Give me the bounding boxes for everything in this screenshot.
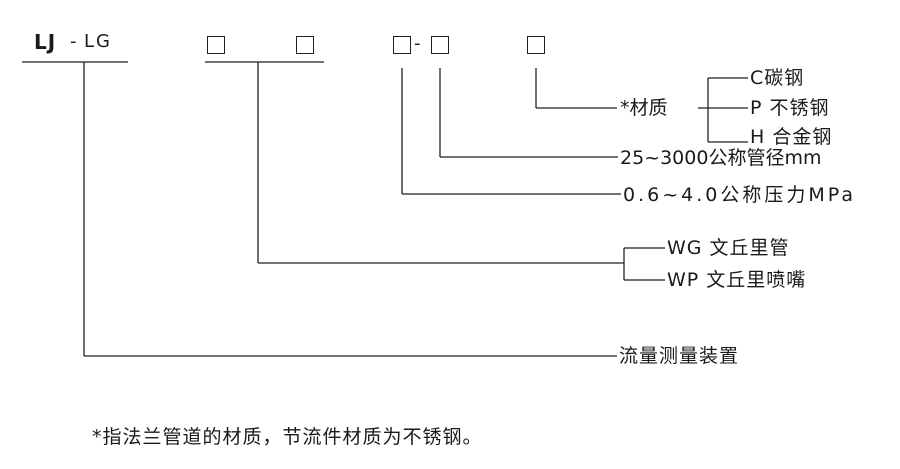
diameter-label: 25~3000公称管径mm — [620, 147, 822, 169]
type-option-wg: WG 文丘里管 — [667, 237, 790, 259]
material-label: *材质 — [620, 97, 668, 119]
type-slot-box-2 — [296, 36, 314, 54]
diameter-slot-box — [431, 36, 449, 54]
material-option-c: C碳钢 — [750, 67, 805, 89]
model-prefix: LJ — [34, 30, 57, 54]
footnote: *指法兰管道的材质，节流件材质为不锈钢。 — [92, 426, 483, 448]
type-slot-box-1 — [207, 36, 225, 54]
type-option-wp: WP 文丘里喷嘴 — [667, 269, 807, 291]
material-option-p: P 不锈钢 — [750, 97, 830, 119]
pressure-label: 0.6~4.0公称压力MPa — [623, 184, 856, 206]
model-suffix: LG — [84, 31, 112, 52]
slot-dash: - — [414, 33, 421, 54]
material-slot-box — [527, 36, 545, 54]
model-dash: - — [70, 31, 79, 52]
material-option-h: H 合金钢 — [750, 126, 833, 148]
device-label: 流量测量装置 — [619, 345, 740, 367]
pressure-slot-box — [393, 36, 411, 54]
